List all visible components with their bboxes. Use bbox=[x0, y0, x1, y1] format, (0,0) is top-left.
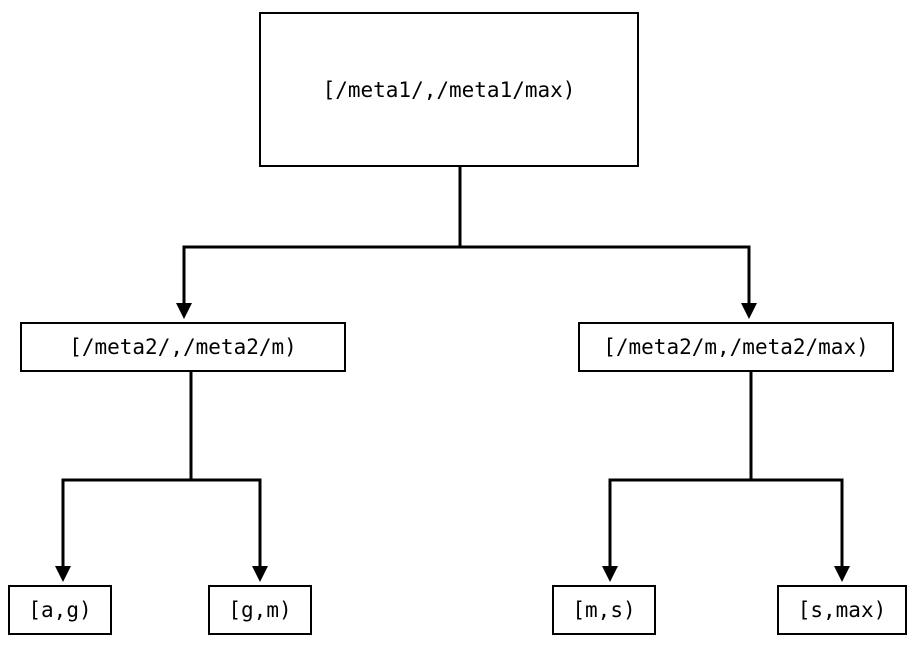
arrowhead-down-icon bbox=[602, 566, 618, 582]
tree-edge bbox=[55, 372, 193, 582]
tree-node-label: [/meta2/m,/meta2/max) bbox=[603, 335, 869, 359]
tree-node-leaf-m-s[interactable]: [m,s) bbox=[552, 585, 656, 635]
edge-path bbox=[608, 372, 753, 566]
tree-edge bbox=[189, 372, 268, 582]
edge-path bbox=[749, 372, 844, 566]
tree-node-mid-right[interactable]: [/meta2/m,/meta2/max) bbox=[578, 322, 894, 372]
arrowhead-down-icon bbox=[834, 566, 850, 582]
tree-node-label: [/meta2/,/meta2/m) bbox=[69, 335, 297, 359]
arrowhead-down-icon bbox=[741, 303, 757, 319]
edge-path bbox=[189, 372, 262, 566]
tree-node-root[interactable]: [/meta1/,/meta1/max) bbox=[259, 12, 639, 167]
tree-node-leaf-s-max[interactable]: [s,max) bbox=[777, 585, 907, 635]
edge-path bbox=[458, 167, 751, 303]
tree-node-label: [m,s) bbox=[572, 598, 636, 622]
arrowhead-down-icon bbox=[55, 566, 71, 582]
tree-node-label: [g,m) bbox=[228, 598, 292, 622]
tree-edge bbox=[176, 167, 462, 319]
tree-node-label: [/meta1/,/meta1/max) bbox=[322, 77, 576, 102]
tree-node-leaf-g-m[interactable]: [g,m) bbox=[208, 585, 312, 635]
tree-node-leaf-a-g[interactable]: [a,g) bbox=[8, 585, 112, 635]
tree-edge bbox=[602, 372, 753, 582]
tree-edge bbox=[458, 167, 757, 319]
edge-path bbox=[182, 167, 462, 303]
edge-path bbox=[61, 372, 193, 566]
tree-node-label: [a,g) bbox=[28, 598, 92, 622]
tree-edge bbox=[749, 372, 850, 582]
tree-node-mid-left[interactable]: [/meta2/,/meta2/m) bbox=[20, 322, 346, 372]
arrowhead-down-icon bbox=[176, 303, 192, 319]
tree-node-label: [s,max) bbox=[797, 598, 887, 622]
arrowhead-down-icon bbox=[252, 566, 268, 582]
